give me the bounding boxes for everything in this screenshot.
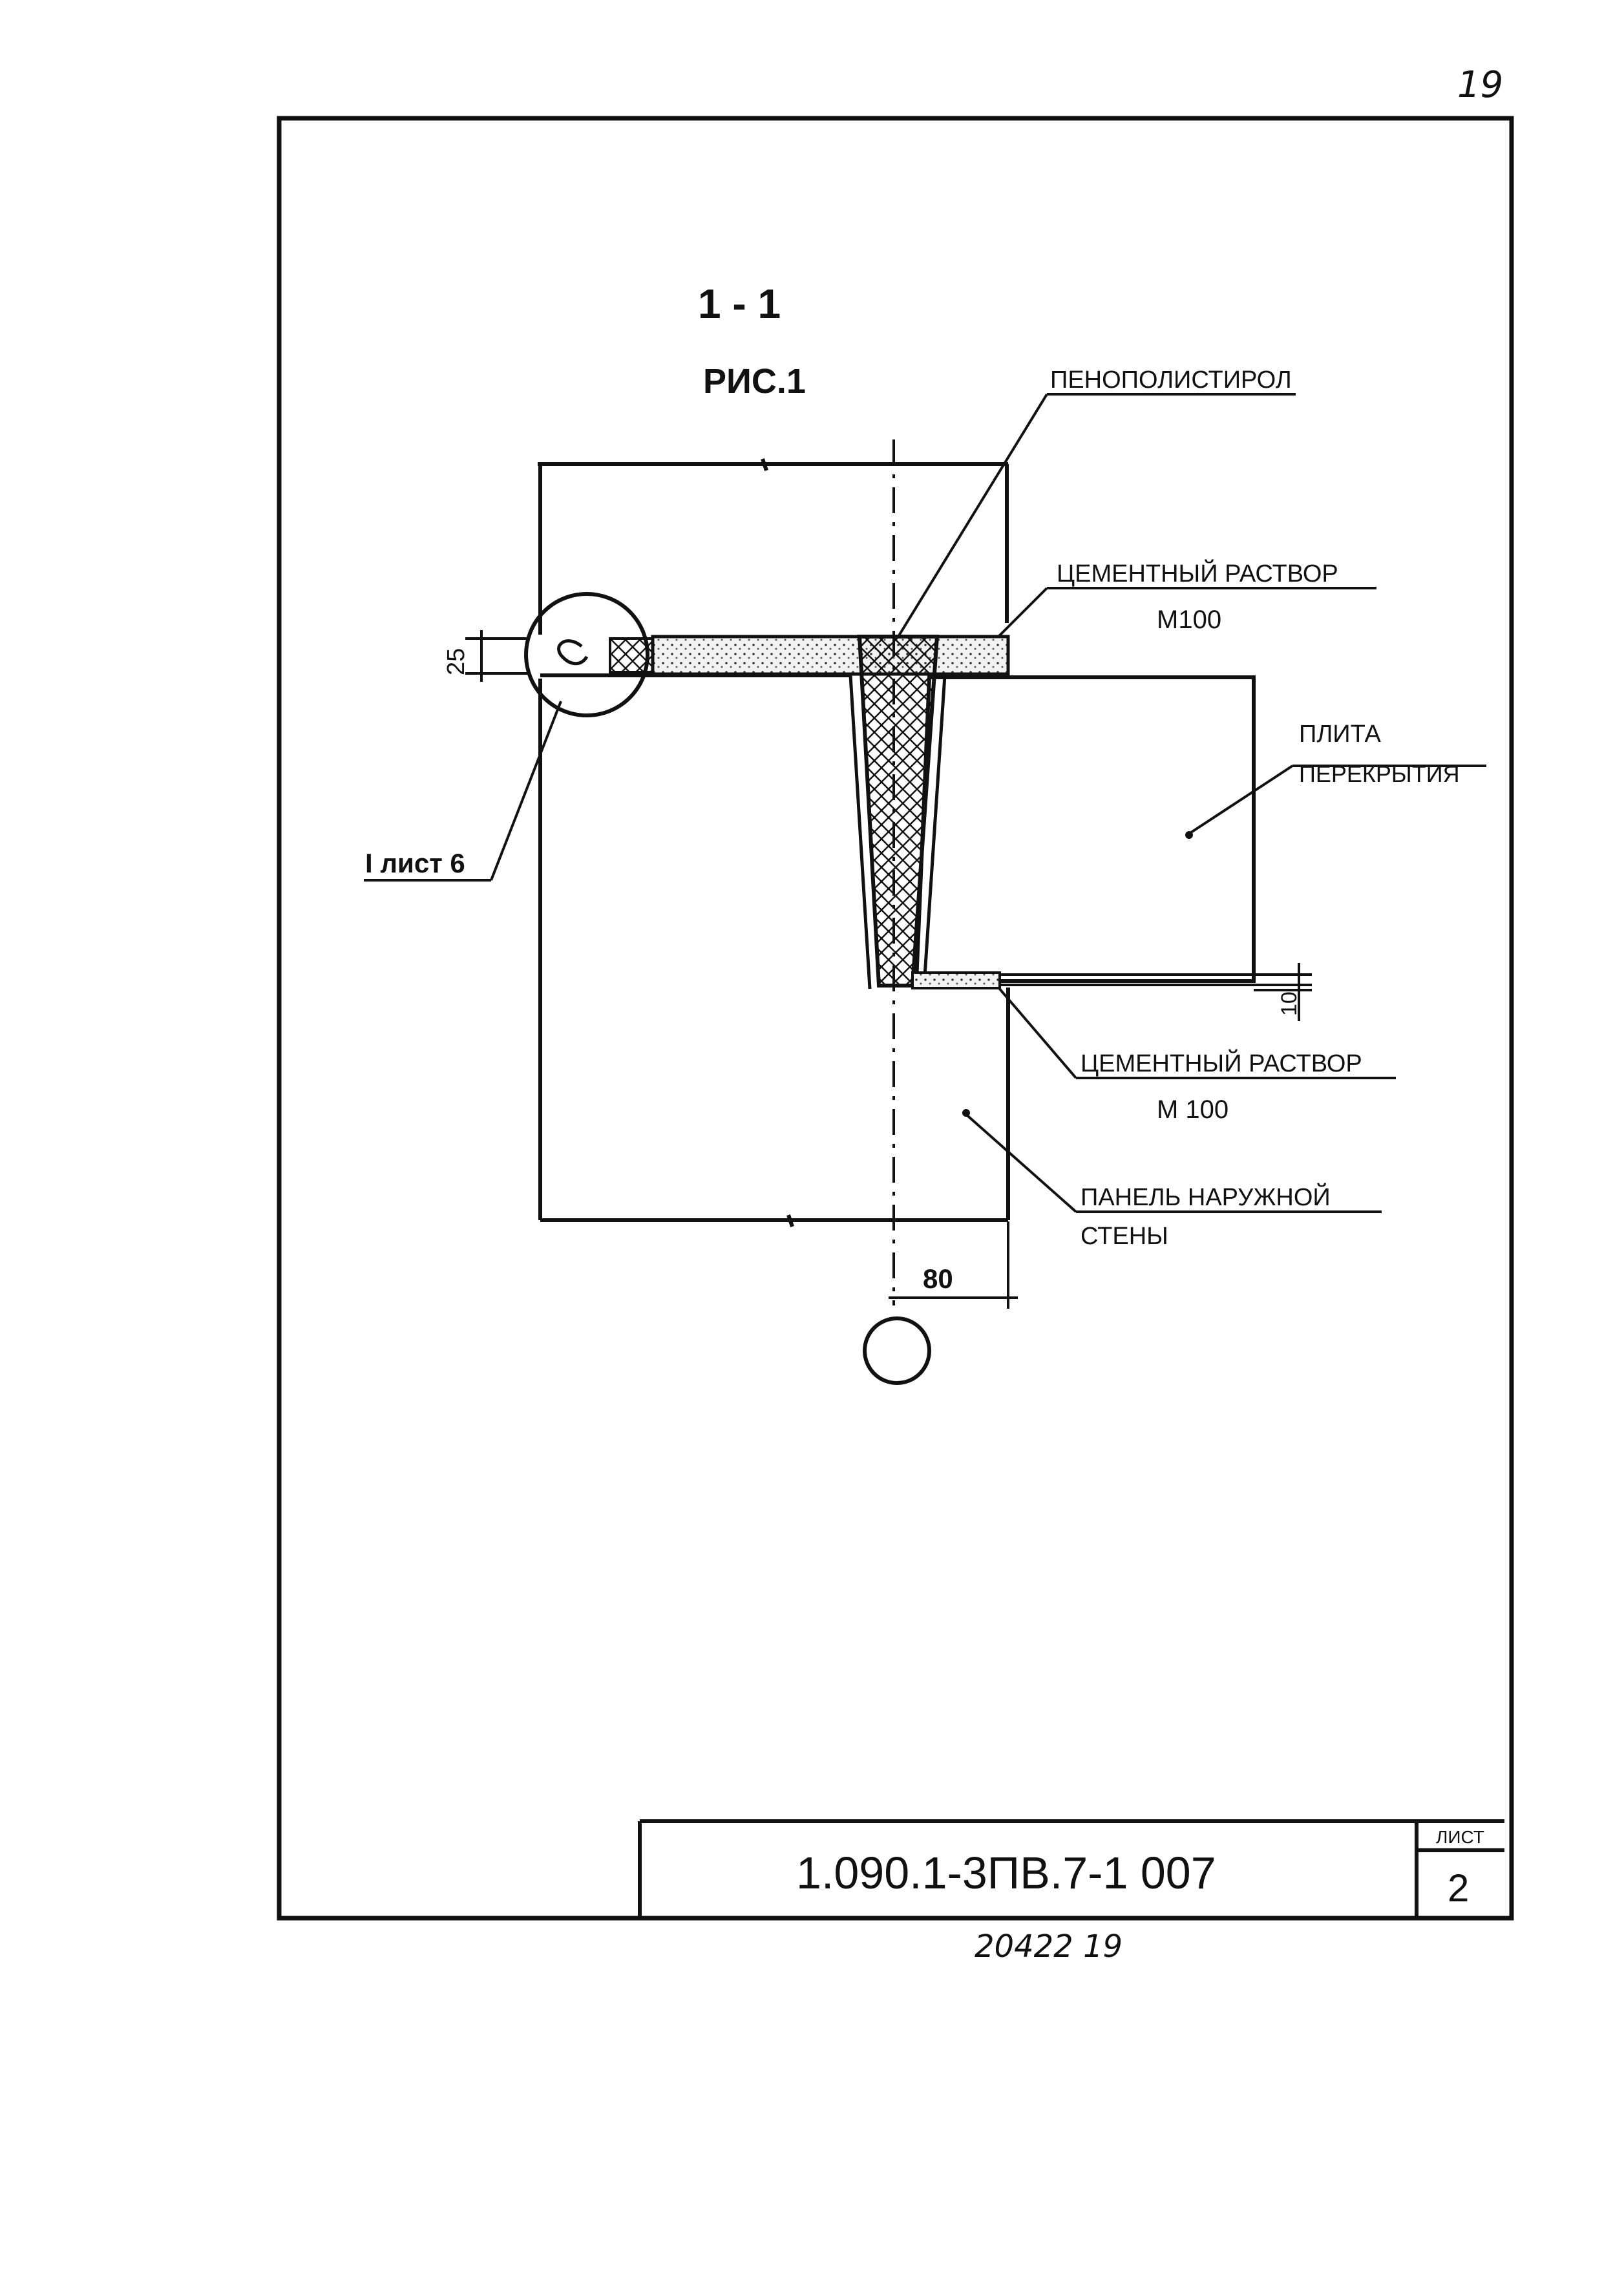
dim-joint-height: 25 bbox=[443, 648, 470, 675]
leader-lines bbox=[364, 393, 1486, 1213]
panel-callout-line1: ПАНЕЛЬ НАРУЖНОЙ bbox=[1081, 1182, 1331, 1211]
figure-label: РИС.1 bbox=[703, 362, 806, 401]
mortar-top-grade: М100 bbox=[1157, 606, 1221, 634]
sheet-number: 2 bbox=[1448, 1866, 1469, 1910]
mortar-bottom-callout: ЦЕМЕНТНЫЙ РАСТВОР bbox=[1081, 1048, 1362, 1077]
mortar-bed-bottom bbox=[911, 971, 1001, 989]
dim-10 bbox=[1254, 963, 1312, 1021]
foam-callout: ПЕНОПОЛИСТИРОЛ bbox=[1050, 366, 1292, 394]
document-code: 1.090.1-3ПВ.7-1 007 bbox=[796, 1848, 1216, 1898]
sheet-label: ЛИСТ bbox=[1436, 1827, 1484, 1847]
axis-bubble bbox=[863, 1316, 931, 1385]
wall-panel-upper bbox=[538, 458, 1009, 635]
title-block bbox=[638, 1819, 1504, 1916]
wedge-lines bbox=[849, 675, 947, 989]
dim-bottom-gap: 10 bbox=[1277, 991, 1302, 1016]
archive-number: 20422 19 bbox=[975, 1928, 1123, 1965]
dim-offset: 80 bbox=[923, 1263, 953, 1294]
slab-callout-line1: ПЛИТА bbox=[1299, 721, 1382, 748]
page-number: 19 bbox=[1457, 64, 1503, 106]
slab-callout-line2: ПЕРЕКРЫТИЯ bbox=[1299, 761, 1460, 787]
floor-slab bbox=[914, 675, 1256, 983]
dim-80 bbox=[889, 1221, 1018, 1309]
drawing-frame bbox=[277, 116, 1514, 1921]
detail-joint-tip bbox=[557, 639, 589, 666]
slab-pointer-dot bbox=[1185, 831, 1193, 839]
mortar-joint-top bbox=[651, 635, 1010, 676]
panel-pointer-dot bbox=[962, 1109, 970, 1117]
section-label: 1 - 1 bbox=[698, 280, 781, 327]
wall-panel-lower bbox=[538, 673, 1010, 1227]
panel-callout-line2: СТЕНЫ bbox=[1081, 1223, 1168, 1250]
mortar-top-callout: ЦЕМЕНТНЫЙ РАСТВОР bbox=[1057, 558, 1338, 587]
mortar-bottom-grade: М 100 bbox=[1157, 1095, 1229, 1124]
dim-25 bbox=[465, 630, 530, 682]
detail-reference: I лист 6 bbox=[365, 848, 465, 878]
detail-circle bbox=[524, 592, 649, 717]
